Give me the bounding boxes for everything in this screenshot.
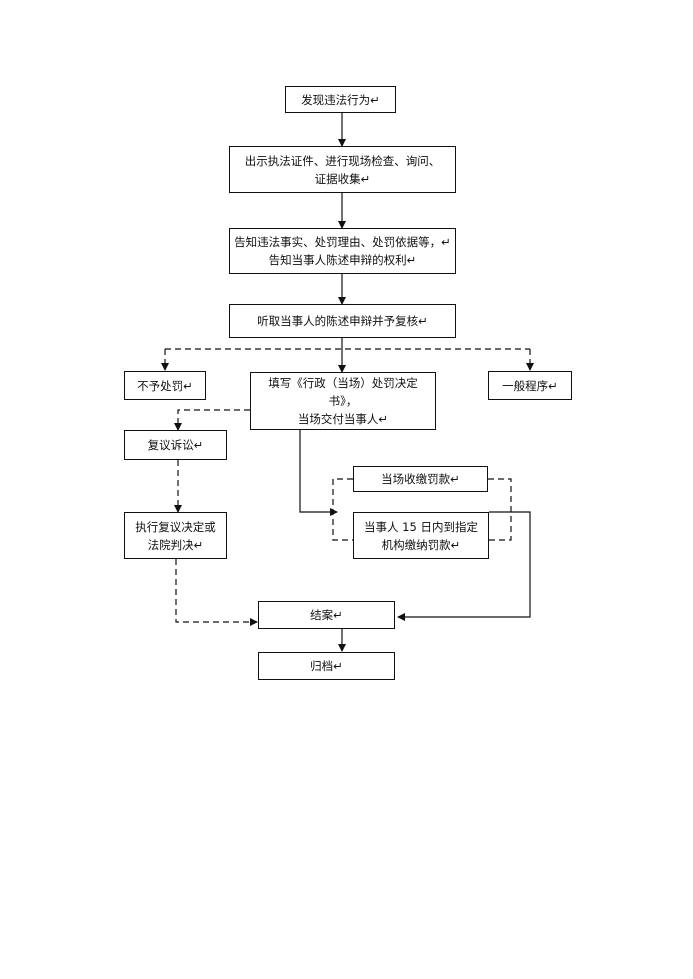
node-general-procedure: 一般程序↵ bbox=[488, 371, 572, 400]
arrow-pay15-to-close bbox=[397, 511, 531, 621]
node-execute-decision: 执行复议决定或 法院判决↵ bbox=[124, 512, 227, 559]
node-inform-rights: 告知违法事实、处罚理由、处罚依据等，↵ 告知当事人陈述申辩的权利↵ bbox=[229, 228, 456, 274]
node-archive: 归档↵ bbox=[258, 652, 395, 680]
node-fill-decision: 填写《行政（当场）处罚决定书》， 当场交付当事人↵ bbox=[250, 372, 436, 430]
arrow-fill-to-review bbox=[174, 409, 250, 431]
node-close-case: 结案↵ bbox=[258, 601, 395, 629]
node-show-certificate: 出示执法证件、进行现场检查、询问、 证据收集↵ bbox=[229, 146, 456, 193]
node-discover-violation: 发现违法行为↵ bbox=[285, 86, 396, 113]
arrow-fill-to-pay15 bbox=[299, 430, 338, 516]
dashed-bracket-left bbox=[332, 478, 353, 541]
node-no-penalty: 不予处罚↵ bbox=[124, 371, 206, 400]
node-pay-within-15-days: 当事人 15 日内到指定 机构缴纳罚款↵ bbox=[353, 512, 489, 559]
node-collect-fine: 当场收缴罚款↵ bbox=[353, 466, 488, 492]
dashed-bracket-right bbox=[488, 478, 512, 541]
node-hear-statement: 听取当事人的陈述申辩并予复核↵ bbox=[229, 304, 456, 338]
arrow-execute-to-close bbox=[175, 559, 258, 626]
node-review-litigation: 复议诉讼↵ bbox=[124, 430, 227, 460]
